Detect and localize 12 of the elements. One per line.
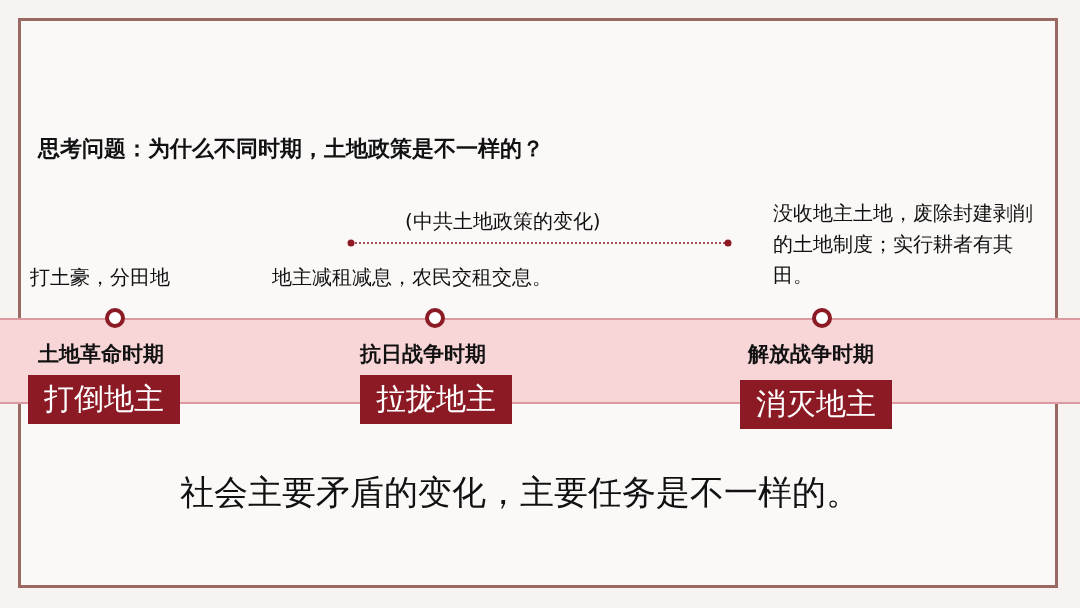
bracket-label: (中共土地政策的变化): [405, 208, 601, 235]
policy-text: 地主减租减息，农民交租交息。: [272, 264, 553, 291]
policy-text: 没收地主土地，废除封建剥削的土地制度；实行耕者有其田。: [773, 200, 1034, 289]
stance-tag: 消灭地主: [740, 380, 892, 429]
period-heading: 解放战争时期: [748, 341, 874, 368]
period-heading: 土地革命时期: [38, 341, 164, 368]
stance-tag: 拉拢地主: [360, 375, 512, 424]
period-heading: 抗日战争时期: [360, 341, 486, 368]
conclusion-text: 社会主要矛盾的变化，主要任务是不一样的。: [179, 471, 861, 514]
stance-tag: 打倒地主: [28, 375, 180, 424]
policy-text: 打土豪，分田地: [30, 264, 171, 291]
question-heading: 思考问题：为什么不同时期，土地政策是不一样的？: [38, 135, 544, 163]
